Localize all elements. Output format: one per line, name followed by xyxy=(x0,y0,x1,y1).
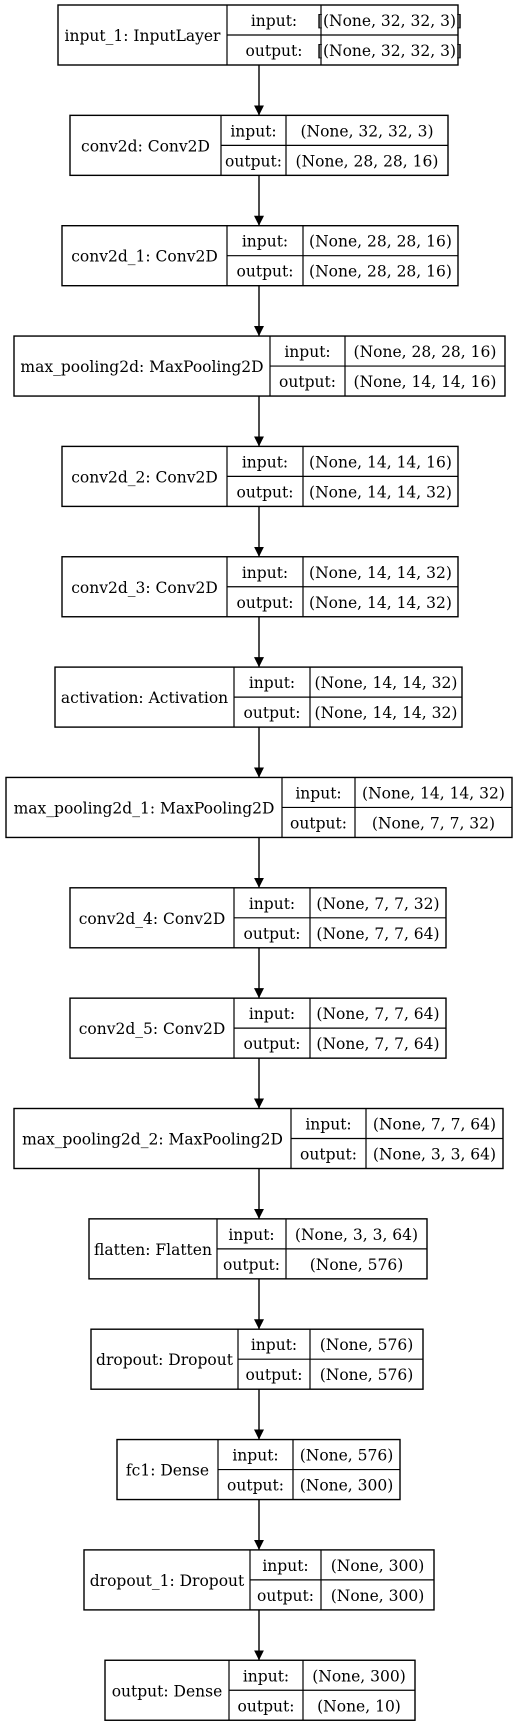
input-label: input: xyxy=(262,1557,308,1575)
output-shape: (None, 14, 14, 32) xyxy=(309,483,452,501)
layer-node: fc1: Dense input: output: (None, 576) (None,… xyxy=(116,1438,401,1501)
output-shape: (None, 7, 7, 64) xyxy=(316,925,439,943)
input-label: input: xyxy=(242,564,288,582)
layer-name: max_pooling2d_1: MaxPooling2D xyxy=(14,799,275,817)
input-shape: (None, 7, 7, 32) xyxy=(316,895,439,913)
input-shape: (None, 14, 14, 16) xyxy=(309,453,452,471)
input-label: input: xyxy=(232,1447,278,1465)
input-shape: (None, 14, 14, 32) xyxy=(315,674,458,692)
input-label: input: xyxy=(295,784,341,802)
output-label: output: xyxy=(300,1146,357,1164)
input-label: input: xyxy=(251,12,297,30)
input-shape: (None, 32, 32, 3) xyxy=(300,122,433,140)
layer-name: conv2d_3: Conv2D xyxy=(71,579,218,597)
output-shape: (None, 576) xyxy=(310,1256,404,1274)
layer-name: conv2d_4: Conv2D xyxy=(79,910,226,928)
input-shape: (None, 300) xyxy=(312,1667,406,1685)
input-shape: (None, 7, 7, 64) xyxy=(373,1116,496,1134)
output-shape: (None, 14, 14, 32) xyxy=(309,594,452,612)
output-label: output: xyxy=(237,483,294,501)
layer-node: dropout_1: Dropout input: output: (None, 30… xyxy=(83,1549,435,1611)
layer-node: conv2d_5: Conv2D input: output: (None, 7, 7… xyxy=(69,997,447,1059)
layer-node: activation: Activation input: output: (None… xyxy=(54,666,463,728)
output-label: output: xyxy=(223,1256,280,1274)
layer-node: max_pooling2d_2: MaxPooling2D input: outpu… xyxy=(13,1107,504,1170)
output-shape: (None, 576) xyxy=(320,1366,414,1384)
output-shape: (None, 28, 28, 16) xyxy=(309,263,452,281)
layer-node: output: Dense input: output: (None, 300) (No… xyxy=(104,1659,416,1721)
layer-name: max_pooling2d_2: MaxPooling2D xyxy=(22,1131,283,1149)
output-shape: (None, 3, 3, 64) xyxy=(373,1146,496,1164)
layer-node: max_pooling2d: MaxPooling2D input: output:… xyxy=(13,335,506,397)
output-shape: (None, 7, 7, 32) xyxy=(372,814,495,832)
layer-node: conv2d: Conv2D input: output: (None, 32, 32… xyxy=(69,114,449,177)
input-label: input: xyxy=(249,674,295,692)
input-label: input: xyxy=(242,453,288,471)
output-label: output: xyxy=(237,594,294,612)
layer-name: dropout_1: Dropout xyxy=(90,1572,245,1590)
layer-name: conv2d_1: Conv2D xyxy=(71,248,218,266)
layer-name: dropout: Dropout xyxy=(96,1351,234,1369)
output-shape: (None, 14, 14, 16) xyxy=(354,373,497,391)
layer-node: input_1: InputLayer input: output: [(None, … xyxy=(57,4,462,66)
input-label: input: xyxy=(251,1336,297,1354)
output-shape: (None, 300) xyxy=(300,1477,394,1495)
layer-node: conv2d_4: Conv2D input: output: (None, 7, 7… xyxy=(69,887,447,949)
output-label: output: xyxy=(227,1477,284,1495)
input-label: input: xyxy=(249,895,295,913)
output-shape: [(None, 32, 32, 3)] xyxy=(317,42,462,60)
layer-name: fc1: Dense xyxy=(126,1462,209,1480)
layer-node: dropout: Dropout input: output: (None, 576)… xyxy=(90,1328,424,1390)
output-shape: (None, 28, 28, 16) xyxy=(296,152,439,170)
input-shape: (None, 28, 28, 16) xyxy=(354,343,497,361)
output-label: output: xyxy=(246,1366,303,1384)
input-shape: (None, 28, 28, 16) xyxy=(309,233,452,251)
layer-node: conv2d_1: Conv2D input: output: (None, 28, … xyxy=(61,224,459,287)
output-label: output: xyxy=(257,1587,314,1605)
input-shape: (None, 14, 14, 32) xyxy=(362,784,505,802)
layer-name: conv2d_5: Conv2D xyxy=(79,1020,226,1038)
layer-node: conv2d_2: Conv2D input: output: (None, 14, … xyxy=(61,445,459,508)
layer-name: conv2d: Conv2D xyxy=(81,137,210,155)
layer-name: input_1: InputLayer xyxy=(65,27,222,45)
output-label: output: xyxy=(238,1697,295,1715)
layer-nodes: input_1: InputLayer input: output: [(None, … xyxy=(5,4,513,1721)
input-shape: (None, 7, 7, 64) xyxy=(316,1005,439,1023)
input-shape: (None, 576) xyxy=(320,1336,414,1354)
output-shape: (None, 300) xyxy=(331,1587,425,1605)
output-label: output: xyxy=(290,814,347,832)
input-label: input: xyxy=(228,1226,274,1244)
layer-node: flatten: Flatten input: output: (None, 3, 3… xyxy=(88,1218,428,1280)
input-shape: [(None, 32, 32, 3)] xyxy=(317,12,462,30)
input-label: input: xyxy=(230,122,276,140)
input-shape: (None, 300) xyxy=(331,1557,425,1575)
input-label: input: xyxy=(284,343,330,361)
input-label: input: xyxy=(249,1005,295,1023)
layer-node: max_pooling2d_1: MaxPooling2D input: outpu… xyxy=(5,776,513,839)
output-shape: (None, 14, 14, 32) xyxy=(315,704,458,722)
output-label: output: xyxy=(237,263,294,281)
layer-name: conv2d_2: Conv2D xyxy=(71,468,218,486)
output-label: output: xyxy=(244,925,301,943)
output-label: output: xyxy=(225,152,282,170)
output-label: output: xyxy=(246,42,303,60)
input-shape: (None, 576) xyxy=(300,1447,394,1465)
layer-name: flatten: Flatten xyxy=(94,1241,212,1259)
layer-name: output: Dense xyxy=(112,1682,223,1700)
output-label: output: xyxy=(244,1035,301,1053)
layer-name: activation: Activation xyxy=(61,689,228,707)
output-shape: (None, 7, 7, 64) xyxy=(316,1035,439,1053)
input-label: input: xyxy=(243,1667,289,1685)
layer-box xyxy=(104,1659,416,1721)
input-label: input: xyxy=(305,1116,351,1134)
output-label: output: xyxy=(244,704,301,722)
layer-node: conv2d_3: Conv2D input: output: (None, 14, … xyxy=(61,556,459,618)
input-label: input: xyxy=(242,233,288,251)
output-label: output: xyxy=(279,373,336,391)
layer-name: max_pooling2d: MaxPooling2D xyxy=(20,358,263,376)
output-shape: (None, 10) xyxy=(317,1697,401,1715)
input-shape: (None, 3, 3, 64) xyxy=(295,1226,418,1244)
input-shape: (None, 14, 14, 32) xyxy=(309,564,452,582)
